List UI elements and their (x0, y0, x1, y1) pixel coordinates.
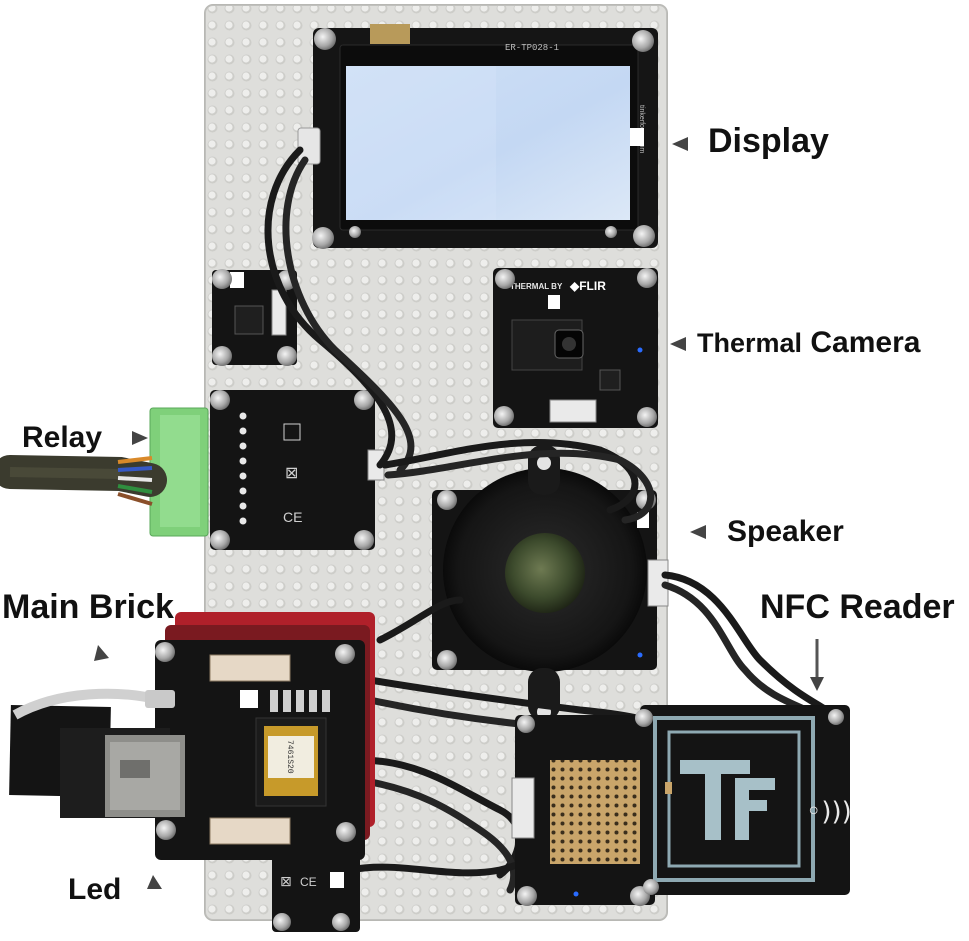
thermal-camera-bricklet: THERMAL BY ◆FLIR (493, 268, 658, 428)
svg-text:CE: CE (300, 875, 317, 889)
svg-text:◆FLIR: ◆FLIR (569, 279, 606, 293)
svg-text:ER-TP028-1: ER-TP028-1 (505, 43, 559, 53)
relay-bricklet: ⊠ CE (149, 390, 385, 550)
led-bricklet: ⊠ CE (272, 852, 360, 932)
main-brick-stack: 7461S20 (155, 612, 375, 860)
svg-text:7461S20: 7461S20 (285, 740, 294, 774)
label-relay: Relay (22, 421, 103, 454)
relay-arrow-icon (132, 431, 148, 445)
nfc-reader-bricklet: ◦))) (511, 705, 852, 906)
piezo-speaker-bricklet (432, 445, 669, 720)
label-thermal-camera: Thermal Camera (697, 328, 920, 358)
ethernet-cable (9, 688, 185, 818)
relay-cable (0, 455, 167, 506)
nfc-reader-arrow-icon (810, 639, 824, 691)
display-module: ER-TP028-1 tinkerforge.com (297, 24, 658, 249)
label-main-brick: Main Brick (2, 588, 174, 626)
label-speaker: Speaker (727, 515, 844, 548)
svg-text:CE: CE (283, 509, 302, 525)
led-arrow-icon (147, 875, 162, 889)
svg-text:THERMAL BY: THERMAL BY (510, 282, 563, 291)
svg-text:⊠: ⊠ (280, 874, 292, 890)
label-display: Display (708, 122, 829, 160)
svg-text:⊠: ⊠ (285, 463, 298, 482)
label-thermal-suffix: Camera (810, 326, 921, 359)
label-thermal-prefix: Thermal (697, 328, 803, 358)
air-quality-bricklet (212, 269, 297, 366)
label-led: Led (68, 873, 122, 906)
label-nfc-reader: NFC Reader (760, 588, 955, 626)
display-arrow-icon (672, 137, 688, 151)
thermal-camera-arrow-icon (670, 337, 686, 351)
main-brick-arrow-icon (94, 645, 109, 661)
svg-text:◦))): ◦))) (806, 797, 852, 827)
speaker-arrow-icon (690, 525, 706, 539)
